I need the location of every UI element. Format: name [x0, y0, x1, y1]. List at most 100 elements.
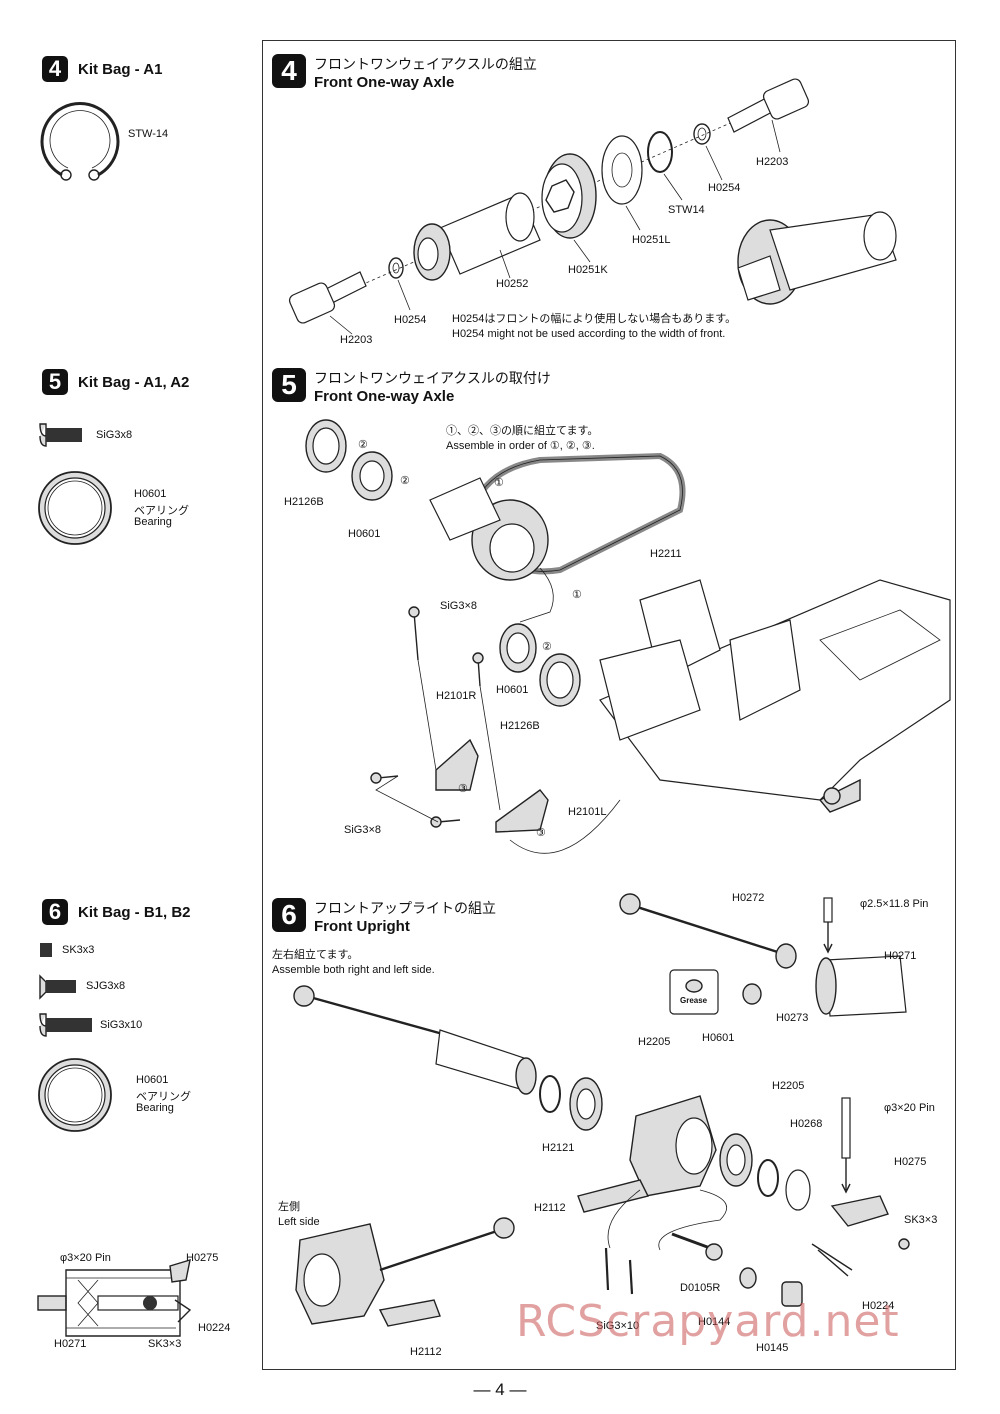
- s6-h2112-left-label: H2112: [410, 1346, 442, 1358]
- stw14-snap-ring-drawing: [40, 102, 120, 181]
- section-5-header: 5 フロントワンウェイアクスルの取付け Front One-way Axle: [272, 368, 551, 405]
- pin-assembly-detail-drawing: [37, 1258, 192, 1337]
- s5-h2126b-top-label: H2126B: [284, 496, 324, 508]
- s6-h0273-label: H0273: [776, 1012, 809, 1024]
- h0601-jp-label-a: ベアリング: [134, 505, 189, 517]
- s4-h0254-left-label: H0254: [394, 314, 427, 326]
- s5-h2101l-label: H2101L: [568, 806, 607, 818]
- s6-h0272-label: H0272: [732, 892, 765, 904]
- detail-h0275-label: H0275: [186, 1252, 219, 1264]
- s5-sig3x8-bottom-label: SiG3×8: [344, 824, 381, 836]
- s6-left-en: Left side: [278, 1216, 320, 1228]
- s6-h2121-label: H2121: [542, 1142, 575, 1154]
- s5-step-1-marker: ①: [494, 477, 504, 489]
- s6-h0271-label: H0271: [884, 950, 917, 962]
- watermark: RCScrapyard.net: [516, 1296, 900, 1347]
- s6-h2205-right-label: H2205: [772, 1080, 805, 1092]
- s6-h0224-label: H0224: [862, 1300, 895, 1312]
- s5-note-en: Assemble in order of ①, ②, ③.: [446, 440, 595, 452]
- h0601-en-label-b: Bearing: [136, 1102, 174, 1114]
- sig3x8-screw-drawing: [39, 423, 82, 447]
- s6-h2112-label: H2112: [534, 1202, 566, 1214]
- s5-step-2-marker-b: ②: [400, 475, 410, 487]
- s4-h0254-right-label: H0254: [708, 182, 741, 194]
- section-4-number: 4: [272, 54, 306, 88]
- one-way-axle-mount-drawing: [305, 419, 951, 854]
- sk3x3-setscrew-drawing: [40, 943, 52, 957]
- section-5-title-jp: フロントワンウェイアクスルの取付け: [314, 370, 551, 386]
- assembly-panel: [262, 40, 956, 1370]
- s5-note-jp: ①、②、③の順に組立てます。: [446, 425, 599, 437]
- front-upright-drawing: [293, 893, 910, 1327]
- kit-bag-4-number: 4: [42, 56, 68, 82]
- stw14-label: STW-14: [128, 128, 169, 140]
- detail-pin-label: φ3×20 Pin: [60, 1252, 111, 1264]
- s6-note: 左右組立てます。 Assemble both right and left si…: [272, 948, 435, 978]
- sjg3x8-label: SJG3x8: [86, 980, 126, 992]
- s4-h0251k-label: H0251K: [568, 264, 608, 276]
- detail-sk-label: SK3×3: [148, 1338, 182, 1350]
- s6-h0144-label: H0144: [698, 1316, 731, 1328]
- s6-h0268-label: H0268: [790, 1118, 823, 1130]
- kit-bag-6-header: 6 Kit Bag - B1, B2: [42, 899, 191, 925]
- s5-step-1-marker-b: ①: [572, 589, 582, 601]
- sig3x10-screw-drawing: [39, 1013, 92, 1037]
- s6-note-jp: 左右組立てます。: [272, 949, 359, 961]
- s6-grease-label: Grease: [680, 996, 708, 1005]
- s6-h0275-label: H0275: [894, 1156, 927, 1168]
- s6-d0105r-label: D0105R: [680, 1282, 721, 1294]
- section-6-number: 6: [272, 898, 306, 932]
- s5-step-3-marker-b: ③: [536, 827, 546, 839]
- s5-step-2-marker-c: ②: [542, 641, 552, 653]
- s6-left-side-note: 左側 Left side: [278, 1200, 320, 1230]
- detail-h0224-label: H0224: [198, 1322, 231, 1334]
- h0601-label-b: H0601: [136, 1074, 169, 1086]
- s5-step-2-marker: ②: [358, 439, 368, 451]
- s5-note: ①、②、③の順に組立てます。 Assemble in order of ①, ②…: [446, 424, 598, 454]
- s6-h0145-label: H0145: [756, 1342, 789, 1354]
- s6-sk3x3-label: SK3×3: [904, 1214, 938, 1226]
- page-number: — 4 —: [473, 1380, 527, 1399]
- kit-bag-4-title: Kit Bag - A1: [78, 60, 163, 78]
- s5-h2101r-label: H2101R: [436, 690, 477, 702]
- section-5-number: 5: [272, 368, 306, 402]
- section-4-title-en: Front One-way Axle: [314, 74, 455, 91]
- s6-pin25-label: φ2.5×11.8 Pin: [860, 898, 929, 910]
- s6-h2205-left-label: H2205: [638, 1036, 671, 1048]
- section-4-header: 4 フロントワンウェイアクスルの組立 Front One-way Axle: [272, 54, 537, 91]
- s6-note-en: Assemble both right and left side.: [272, 964, 435, 976]
- section-6-header: 6 フロントアップライトの組立 Front Upright: [272, 898, 496, 935]
- s4-note-en: H0254 might not be used according to the…: [452, 328, 726, 340]
- section-6-title-jp: フロントアップライトの組立: [314, 900, 496, 916]
- kit-bag-6-title: Kit Bag - B1, B2: [78, 903, 191, 921]
- s5-h2126b-lower-label: H2126B: [500, 720, 540, 732]
- s4-note-jp: H0254はフロントの幅により使用しない場合もあります。: [452, 313, 737, 325]
- h0601-en-label-a: Bearing: [134, 516, 172, 528]
- sig3x8-label: SiG3x8: [96, 429, 133, 441]
- s6-sig3x10-label: SiG3×10: [596, 1320, 640, 1332]
- sig3x10-label: SiG3x10: [100, 1019, 143, 1031]
- s4-stw14-label: STW14: [668, 204, 705, 216]
- kit-bag-5-number: 5: [42, 369, 68, 395]
- kit-bag-5-title: Kit Bag - A1, A2: [78, 373, 190, 391]
- s4-h2203-left-label: H2203: [340, 334, 373, 346]
- section-5-title-en: Front One-way Axle: [314, 388, 455, 405]
- s5-h2211-label: H2211: [650, 548, 682, 560]
- detail-h0271-label: H0271: [54, 1338, 87, 1350]
- h0601-jp-label-b: ベアリング: [136, 1091, 191, 1103]
- h0601-bearing-drawing-b: [38, 1058, 112, 1132]
- kit-bag-5-header: 5 Kit Bag - A1, A2: [42, 369, 189, 395]
- one-way-axle-exploded-drawing: [288, 78, 897, 335]
- s4-note: H0254はフロントの幅により使用しない場合もあります。 H0254 might…: [452, 312, 736, 342]
- s6-pin3-label: φ3×20 Pin: [884, 1102, 935, 1114]
- section-6-title-en: Front Upright: [314, 918, 410, 935]
- sjg3x8-screw-drawing: [39, 974, 76, 1000]
- s4-h0251l-label: H0251L: [632, 234, 671, 246]
- section-4-title-jp: フロントワンウェイアクスルの組立: [314, 56, 537, 72]
- s4-h2203-right-label: H2203: [756, 156, 789, 168]
- kit-bag-4-header: 4 Kit Bag - A1: [42, 56, 162, 82]
- s5-step-3-marker: ③: [458, 783, 468, 795]
- h0601-label-a: H0601: [134, 488, 167, 500]
